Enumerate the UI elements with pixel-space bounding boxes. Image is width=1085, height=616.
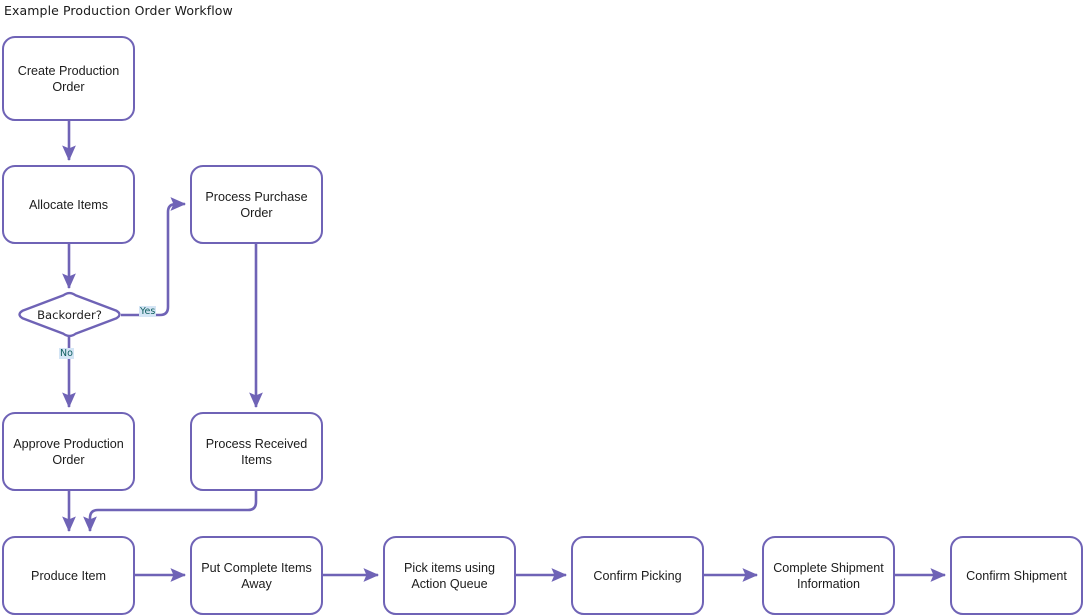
node-label: Confirm Shipment [966,568,1067,583]
node-allocate-items[interactable]: Allocate Items [2,165,135,244]
node-label: Process Received Items [205,436,308,467]
node-label: Confirm Picking [593,568,682,583]
node-label: Allocate Items [28,197,109,212]
node-put-complete-items-away[interactable]: Put Complete Items Away [190,536,323,615]
diamond-shape [18,291,121,338]
connector-received-to-produce [83,491,258,533]
node-label: Put Complete Items Away [201,560,312,591]
node-complete-shipment-information[interactable]: Complete Shipment Information [762,536,895,615]
node-label: Approve Production Order [13,436,124,467]
diagram-title: Example Production Order Workflow [4,3,233,18]
edge-label-no: No [59,348,74,359]
node-create-production-order[interactable]: Create Production Order [2,36,135,121]
node-process-purchase-order[interactable]: Process Purchase Order [190,165,323,244]
node-confirm-picking[interactable]: Confirm Picking [571,536,704,615]
node-label: Backorder? [37,307,102,322]
node-label: Complete Shipment Information [773,560,884,591]
node-confirm-shipment[interactable]: Confirm Shipment [950,536,1083,615]
node-label: Pick items using Action Queue [404,560,495,591]
node-process-received-items[interactable]: Process Received Items [190,412,323,491]
node-backorder-decision[interactable]: Backorder? [18,291,121,338]
node-label: Process Purchase Order [205,189,308,220]
node-pick-items-using-action-queue[interactable]: Pick items using Action Queue [383,536,516,615]
node-approve-production-order[interactable]: Approve Production Order [2,412,135,491]
edge-label-yes: Yes [139,306,157,317]
node-produce-item[interactable]: Produce Item [2,536,135,615]
node-label: Produce Item [31,568,106,583]
node-label: Create Production Order [17,63,120,94]
